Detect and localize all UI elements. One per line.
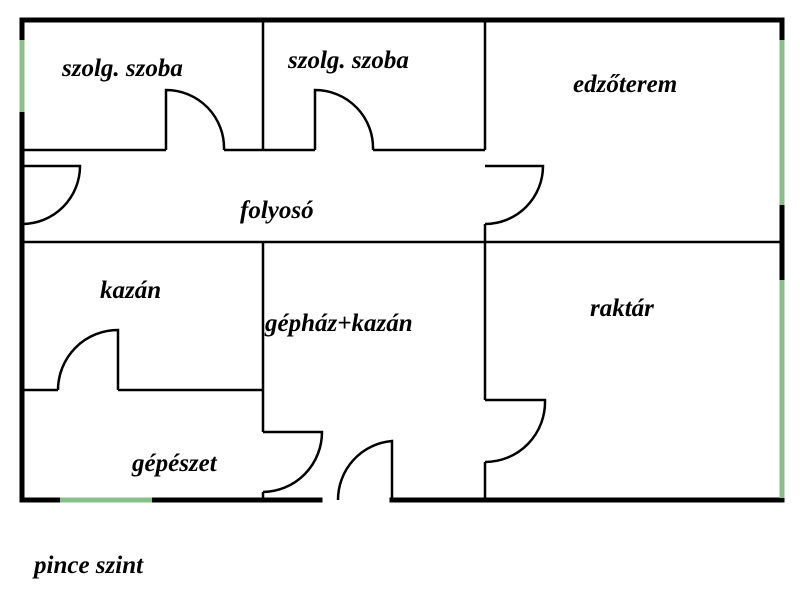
door-west-entrance[interactable] (21, 164, 82, 226)
door-mechanical[interactable] (262, 430, 324, 494)
room-labels: szolg. szoba szolg. szoba edzőterem foly… (61, 47, 677, 477)
door-gym[interactable] (484, 164, 545, 226)
interior-walls (22, 20, 782, 500)
doors (21, 88, 547, 501)
door-boiler[interactable] (56, 328, 120, 391)
room-label-boiler: kazán (100, 277, 161, 304)
windows (19, 40, 785, 503)
room-label-staff-room-1: szolg. szoba (61, 55, 183, 82)
door-staff-room-1[interactable] (164, 88, 226, 151)
room-label-staff-room-2: szolg. szoba (287, 47, 409, 74)
room-label-corridor: folyosó (240, 197, 314, 224)
room-label-machine-room-boiler: gépház+kazán (264, 310, 413, 337)
door-staff-room-2[interactable] (313, 88, 375, 151)
door-south-entrance[interactable] (336, 439, 394, 501)
door-storage[interactable] (484, 398, 547, 464)
room-label-mechanical: gépészet (131, 450, 218, 477)
floor-caption: pince szint (32, 552, 144, 579)
room-label-gym: edzőterem (573, 71, 677, 98)
room-label-storage: raktár (590, 295, 654, 322)
